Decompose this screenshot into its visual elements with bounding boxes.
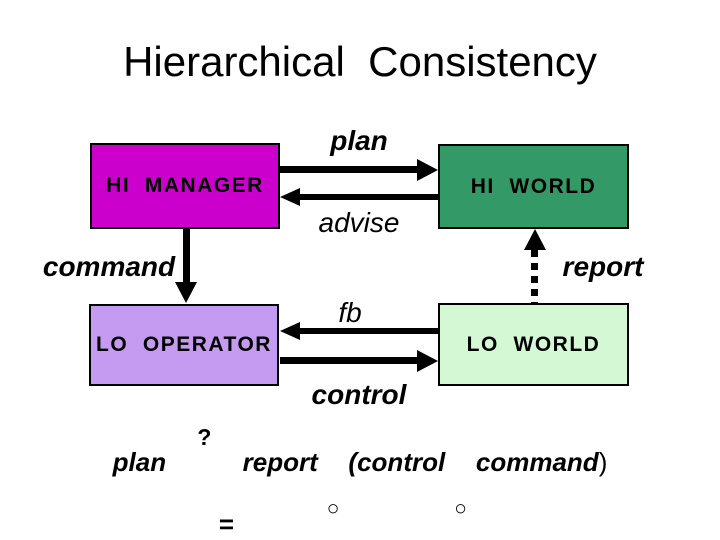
report-arrow-label: report <box>562 251 644 282</box>
advise-arrowhead-icon <box>280 188 300 206</box>
plan-arrowhead-icon <box>417 159 438 181</box>
advise-arrow-label: advise <box>318 207 400 238</box>
hi-world-label: HI WORLD <box>470 174 597 198</box>
control-arrow-label: control <box>311 379 407 410</box>
command-arrowhead-icon <box>175 282 197 303</box>
formula-equals-sign: = <box>218 509 234 539</box>
lo-world-label: LO WORLD <box>466 332 601 356</box>
formula-lhs: plan <box>112 447 167 477</box>
compose-operator-icon: ○ <box>326 497 340 520</box>
hi-manager-label: HI MANAGER <box>106 174 264 197</box>
lo-world-box: LO WORLD <box>438 303 629 386</box>
advise-arrow-line <box>300 194 438 200</box>
hi-manager-box: HI MANAGER <box>90 143 280 229</box>
control-arrowhead-icon <box>417 350 438 372</box>
formula-term-report: report <box>242 447 318 477</box>
lo-operator-box: LO OPERATOR <box>89 304 279 386</box>
slide-title: Hierarchical Consistency <box>123 38 597 85</box>
control-arrow-line <box>280 357 418 364</box>
formula-close-group: command ) <box>476 447 607 478</box>
hi-world-box: HI WORLD <box>438 144 629 229</box>
report-arrowhead-icon <box>524 229 546 250</box>
report-dashed-arrow-line <box>531 250 538 304</box>
consistency-formula: plan ? = report ○ ( control ○ command ) <box>35 424 685 540</box>
formula-equals-group: ? = <box>175 424 234 540</box>
formula-close-paren: ) <box>598 447 608 477</box>
plan-arrow-label: plan <box>330 125 388 156</box>
formula-question-mark: ? <box>197 424 212 450</box>
fb-arrowhead-icon <box>280 322 300 340</box>
plan-arrow-line <box>280 166 418 173</box>
fb-arrow-label: fb <box>338 297 362 328</box>
formula-term-control: control <box>357 447 446 477</box>
formula-open-group: ( control <box>348 447 445 478</box>
formula-open-paren: ( <box>348 447 358 477</box>
compose-operator-icon: ○ <box>454 497 467 520</box>
fb-arrow-line <box>300 328 438 334</box>
command-arrow-line <box>183 229 190 282</box>
command-arrow-label: command <box>42 251 176 282</box>
lo-operator-label: LO OPERATOR <box>96 333 272 356</box>
formula-term-command: command <box>475 447 599 477</box>
